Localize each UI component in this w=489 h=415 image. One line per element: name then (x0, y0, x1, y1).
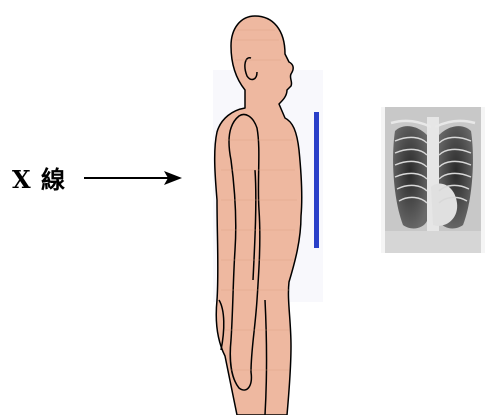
chest-xray-icon (381, 107, 485, 253)
right-arrow-icon (84, 168, 184, 188)
detector-plate (314, 112, 319, 248)
human-body-figure (195, 0, 325, 415)
xray-label: X 線 (12, 160, 66, 195)
